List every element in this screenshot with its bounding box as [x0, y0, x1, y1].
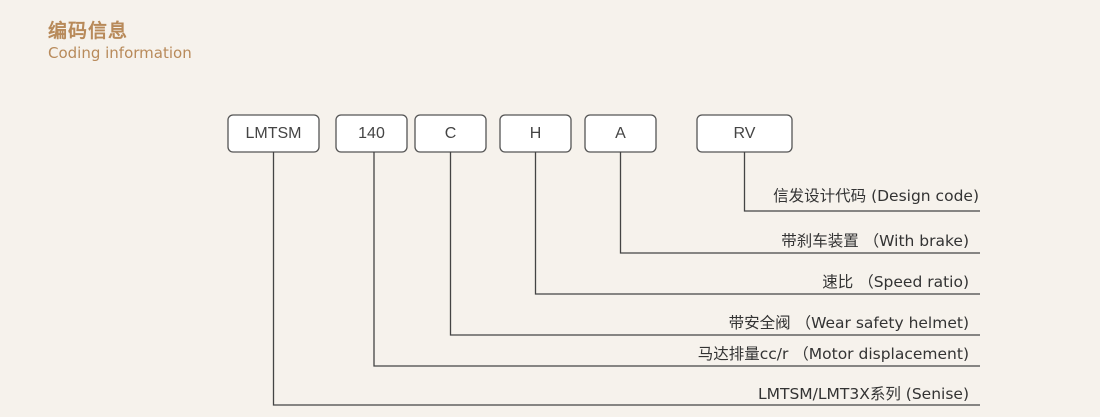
code-box-speed-ratio: H [499, 114, 572, 153]
code-box-displacement: 140 [335, 114, 408, 153]
desc-displacement: 马达排量cc/r （Motor displacement) [698, 345, 969, 363]
leader-line-safety-valve [449, 152, 980, 336]
desc-design-code: 信发设计代码 (Design code) [773, 187, 979, 205]
code-label-safety-valve: C [445, 125, 457, 142]
code-label-series: LMTSM [246, 125, 302, 142]
leader-line-speed-ratio [534, 152, 980, 295]
leader-line-brake [619, 152, 980, 254]
desc-speed-ratio: 速比 （Speed ratio) [822, 273, 969, 291]
section-title: 编码信息 [48, 20, 129, 42]
section-subtitle: Coding information [48, 44, 192, 62]
code-label-speed-ratio: H [530, 125, 542, 142]
code-box-design-code: RV [696, 114, 793, 153]
code-box-series: LMTSM [227, 114, 320, 153]
desc-series: LMTSM/LMT3X系列 (Senise) [758, 385, 969, 403]
code-label-design-code: RV [734, 125, 756, 142]
code-label-displacement: 140 [358, 125, 385, 142]
code-label-brake: A [615, 125, 626, 142]
code-box-safety-valve: C [414, 114, 487, 153]
leader-line-displacement [373, 152, 980, 367]
code-box-brake: A [584, 114, 657, 153]
leader-line-design-code [743, 152, 980, 212]
leader-line-series [272, 152, 980, 406]
desc-safety-valve: 带安全阀 （Wear safety helmet) [729, 314, 969, 332]
desc-brake: 带刹车装置 （With brake) [781, 232, 969, 250]
